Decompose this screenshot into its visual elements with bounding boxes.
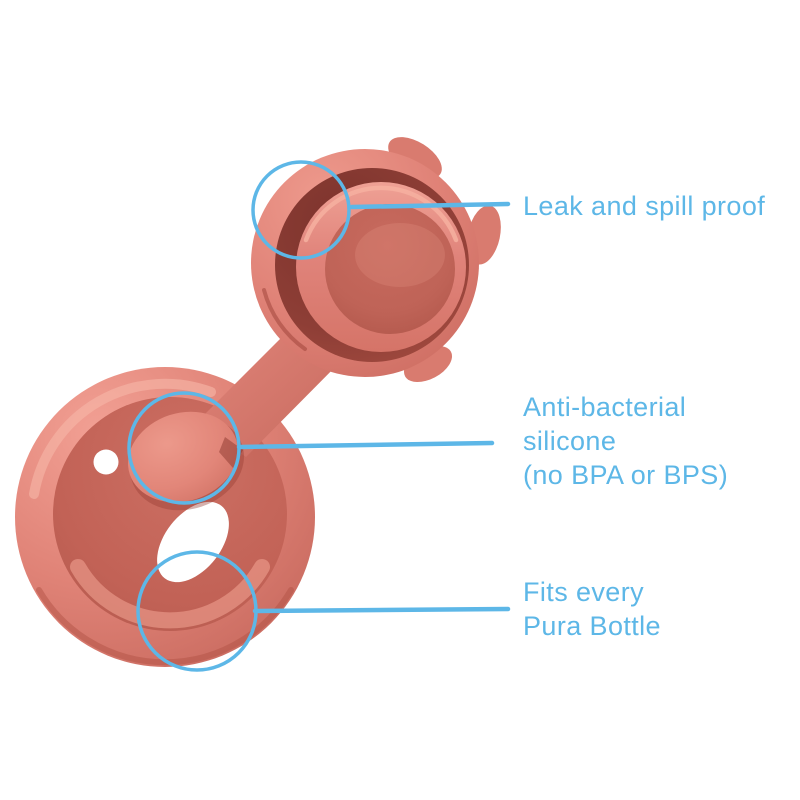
spout-dome-group bbox=[128, 411, 244, 511]
annotation-text-line: Pura Bottle bbox=[523, 611, 661, 641]
spout-dome bbox=[128, 411, 238, 503]
annotation-text-line: Anti-bacterial bbox=[523, 392, 687, 422]
annotation-label-fits-pura: Fits every Pura Bottle bbox=[523, 575, 661, 643]
vent-hole bbox=[93, 449, 119, 475]
straw-hole bbox=[157, 501, 229, 583]
annotation-label-anti-bacterial: Anti-bacterial silicone (no BPA or BPS) bbox=[523, 390, 728, 492]
cap-underside-ridge bbox=[262, 288, 307, 351]
cap-inner-well bbox=[325, 204, 455, 334]
callout-line-fits-pura bbox=[252, 606, 511, 614]
callout-circle-leak-proof bbox=[251, 160, 351, 260]
cap-inner-sheen bbox=[355, 223, 445, 287]
annotation-label-leak-proof: Leak and spill proof bbox=[523, 189, 765, 223]
cap-seal-highlight bbox=[303, 185, 459, 243]
disc-inner-bottom-highlight bbox=[70, 559, 270, 629]
annotation-text-line: (no BPA or BPS) bbox=[523, 460, 729, 490]
callout-line-leak-proof bbox=[349, 201, 511, 210]
annotation-text-line: silicone bbox=[523, 426, 617, 456]
callout-line-anti-bacterial bbox=[236, 440, 495, 450]
annotation-text-line: Fits every bbox=[523, 577, 645, 607]
callouts bbox=[127, 160, 511, 672]
disc-rim-highlight bbox=[29, 378, 216, 499]
annotation-text-line: Leak and spill proof bbox=[523, 191, 766, 221]
